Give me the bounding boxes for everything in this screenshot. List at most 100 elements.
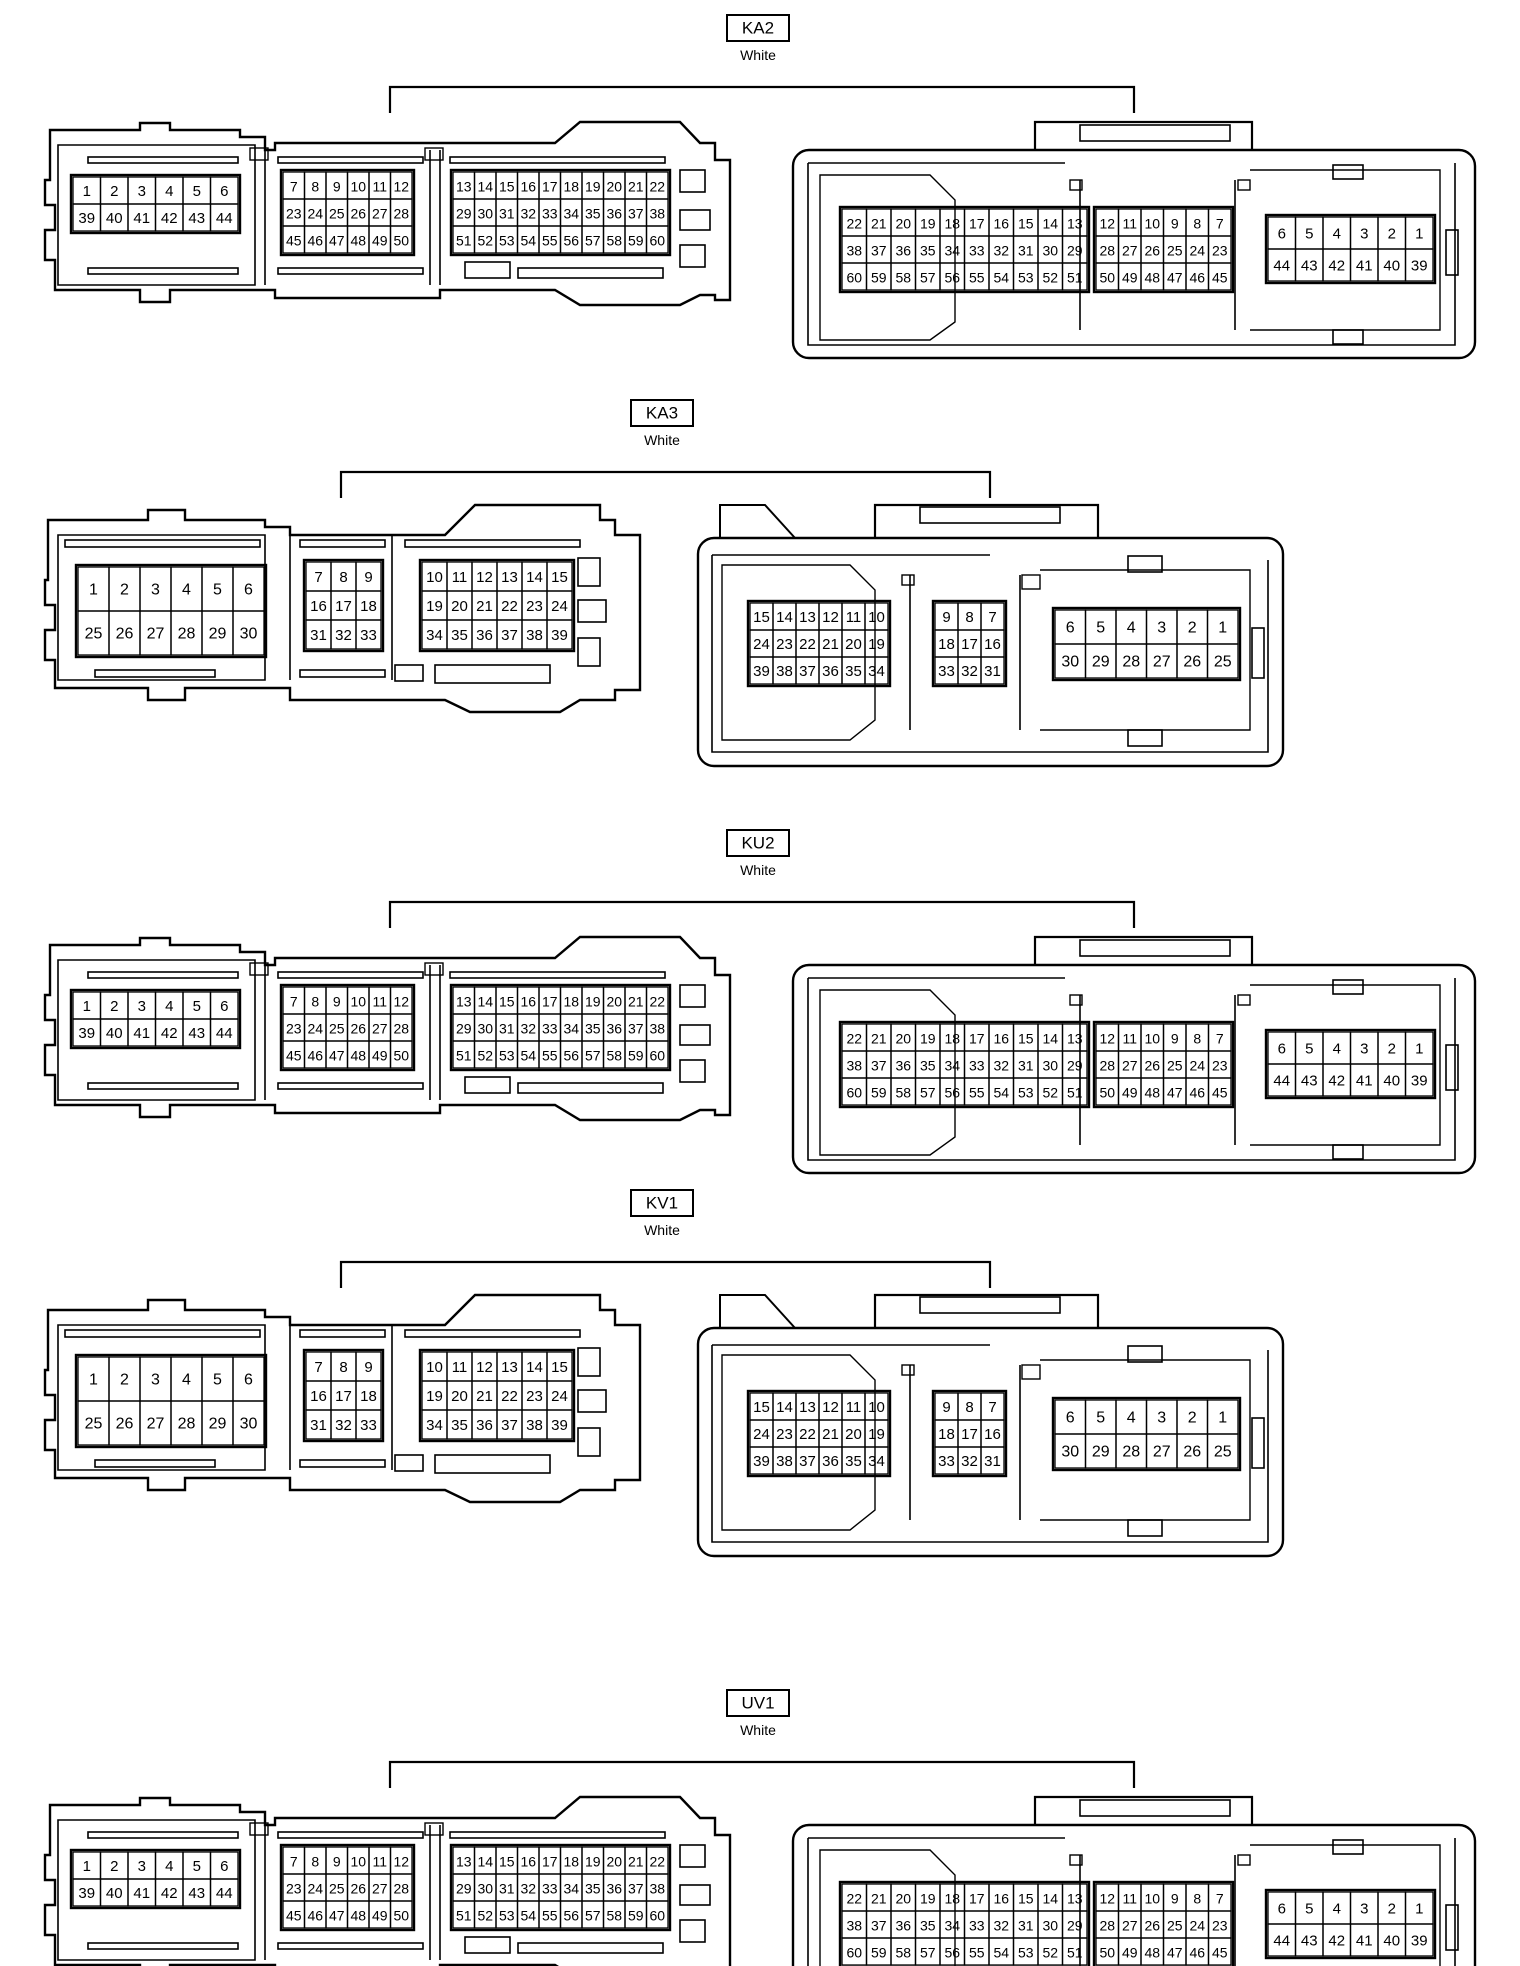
pin-number: 33 bbox=[938, 663, 955, 680]
pin-number: 46 bbox=[1189, 1085, 1205, 1101]
side-tab bbox=[1127, 729, 1163, 747]
pin-number: 37 bbox=[501, 1417, 518, 1434]
pin-number: 19 bbox=[920, 216, 936, 232]
pin-number: 15 bbox=[551, 1359, 568, 1376]
pin-number: 38 bbox=[526, 1417, 543, 1434]
pin-number: 44 bbox=[1273, 1933, 1290, 1950]
pin-number: 3 bbox=[138, 998, 146, 1015]
side-key bbox=[1445, 229, 1459, 276]
notch bbox=[1021, 574, 1041, 590]
pin-number: 7 bbox=[314, 569, 322, 586]
pin-number: 17 bbox=[542, 179, 558, 195]
pin-number: 46 bbox=[1189, 270, 1205, 286]
pin-number: 12 bbox=[1099, 1031, 1115, 1047]
pin-number: 59 bbox=[871, 1085, 887, 1101]
pin-number: 38 bbox=[776, 663, 793, 680]
pin-block-frame bbox=[1264, 1028, 1437, 1100]
pin-number: 5 bbox=[1305, 1901, 1313, 1918]
pin-number: 7 bbox=[1216, 216, 1224, 232]
pin-number: 20 bbox=[895, 216, 911, 232]
pin-number: 11 bbox=[372, 179, 387, 195]
pin-number: 29 bbox=[209, 1416, 227, 1433]
pin-number: 60 bbox=[649, 233, 665, 249]
pin-number: 34 bbox=[426, 1417, 443, 1434]
pin-number: 51 bbox=[456, 233, 472, 249]
housing-inner-wall bbox=[57, 534, 266, 681]
pin-number: 58 bbox=[895, 1945, 911, 1961]
pin-number: 30 bbox=[1042, 1918, 1058, 1934]
pin-number: 21 bbox=[628, 1854, 644, 1870]
pin-number: 19 bbox=[426, 598, 443, 615]
pin-number: 14 bbox=[526, 1359, 543, 1376]
pin-number: 18 bbox=[360, 598, 377, 615]
key-slot bbox=[464, 261, 511, 279]
pin-number: 57 bbox=[920, 1945, 936, 1961]
pin-number: 30 bbox=[477, 1881, 493, 1897]
pin-number: 36 bbox=[606, 1881, 622, 1897]
pin-number: 36 bbox=[895, 1058, 911, 1074]
pin-number: 30 bbox=[1061, 1444, 1079, 1461]
pin-number: 56 bbox=[563, 1908, 579, 1924]
pin-number: 24 bbox=[753, 1426, 770, 1443]
pin-number: 55 bbox=[969, 270, 985, 286]
pin-number: 8 bbox=[339, 569, 347, 586]
pin-number: 26 bbox=[1144, 243, 1160, 259]
pin-number: 34 bbox=[868, 663, 885, 680]
pin-number: 30 bbox=[1061, 654, 1079, 671]
top-hook bbox=[719, 1294, 796, 1329]
pin-number: 28 bbox=[1122, 654, 1140, 671]
pin-number: 16 bbox=[520, 994, 536, 1010]
pin-number: 29 bbox=[1092, 1444, 1110, 1461]
pin-number: 29 bbox=[1092, 654, 1110, 671]
inner-cavity-3 bbox=[1040, 1359, 1251, 1521]
pin-number: 9 bbox=[333, 994, 341, 1010]
lock-tab bbox=[577, 599, 607, 623]
notch bbox=[424, 147, 444, 161]
pin-number: 33 bbox=[938, 1453, 955, 1470]
pin-number: 15 bbox=[1018, 216, 1034, 232]
pin-number: 33 bbox=[969, 243, 985, 259]
pin-number: 2 bbox=[1188, 1410, 1197, 1427]
pin-number: 33 bbox=[542, 1881, 558, 1897]
pin-number: 14 bbox=[526, 569, 543, 586]
latch-rail bbox=[299, 539, 386, 548]
pin-number: 23 bbox=[526, 1388, 543, 1405]
pin-number: 2 bbox=[1388, 226, 1396, 243]
pin-number: 42 bbox=[1328, 258, 1345, 275]
pin-number: 11 bbox=[1122, 1891, 1137, 1907]
pin-number: 37 bbox=[628, 1021, 644, 1037]
notch bbox=[424, 1822, 444, 1836]
connector-id-box bbox=[630, 399, 694, 427]
pin-number: 16 bbox=[310, 1388, 327, 1405]
pin-number: 7 bbox=[290, 994, 298, 1010]
notch bbox=[1237, 994, 1251, 1006]
pin-number: 39 bbox=[78, 1025, 95, 1042]
divider-lines bbox=[264, 965, 441, 1100]
pin-number: 24 bbox=[307, 1881, 323, 1897]
divider-lines bbox=[289, 1325, 393, 1470]
pin-number: 25 bbox=[85, 626, 103, 643]
inner-cavity-1 bbox=[819, 989, 956, 1156]
key-slot bbox=[434, 1454, 551, 1474]
inner-frame bbox=[807, 1837, 1456, 1966]
pin-number: 39 bbox=[1411, 258, 1428, 275]
pin-number: 15 bbox=[499, 994, 515, 1010]
pin-number: 13 bbox=[1067, 1031, 1083, 1047]
pin-cell bbox=[645, 1040, 669, 1069]
pin-number: 52 bbox=[1042, 270, 1058, 286]
pin-number: 50 bbox=[393, 1908, 409, 1924]
pin-number: 32 bbox=[335, 1417, 352, 1434]
key-slot bbox=[434, 664, 551, 684]
pin-number: 10 bbox=[350, 1854, 366, 1870]
pin-number: 48 bbox=[1144, 1085, 1160, 1101]
pin-number: 36 bbox=[606, 1021, 622, 1037]
pin-number: 27 bbox=[1153, 1444, 1171, 1461]
pin-number: 10 bbox=[1144, 1891, 1160, 1907]
